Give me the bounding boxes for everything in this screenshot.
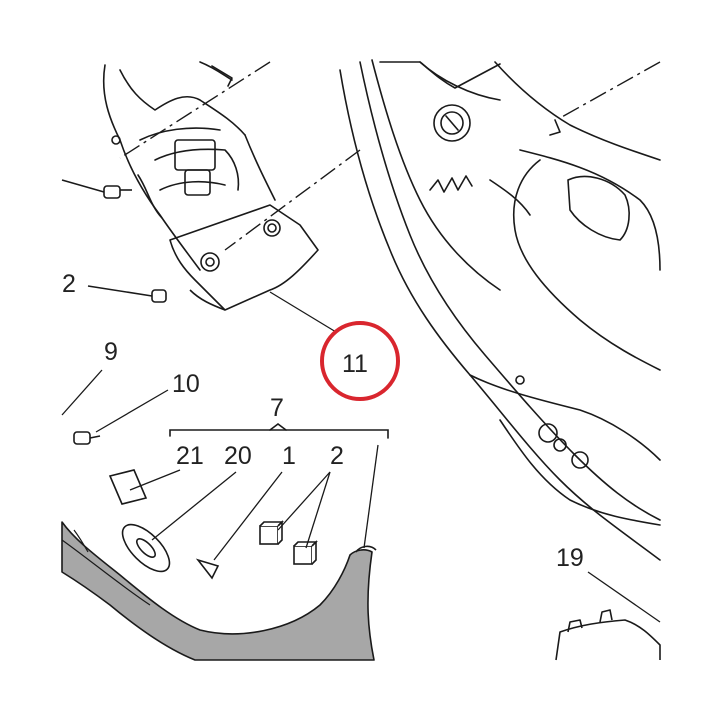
axis-lines — [119, 61, 661, 251]
part-2-blocks — [259, 520, 318, 565]
kit-group-bracket — [169, 423, 389, 439]
screw-10 — [73, 431, 101, 445]
lower-fairing — [61, 521, 377, 661]
callout-2-kit: 2 — [330, 442, 344, 470]
callout-21: 21 — [176, 442, 204, 470]
callout-11: 11 — [342, 350, 368, 378]
callout-20: 20 — [224, 442, 252, 470]
part-1-clip — [195, 558, 220, 580]
bracket-assembly — [102, 61, 276, 271]
screw-2 — [87, 285, 167, 303]
highlight-circle — [320, 321, 400, 401]
leader-lines — [61, 291, 661, 623]
callout-7: 7 — [270, 394, 284, 422]
part-20-grommet — [121, 523, 171, 573]
screw-upper — [61, 179, 132, 199]
callout-10: 10 — [172, 370, 200, 398]
callout-2-top: 2 — [62, 270, 76, 298]
callout-9: 9 — [104, 338, 118, 366]
frame-assembly — [339, 59, 661, 561]
callout-1: 1 — [282, 442, 296, 470]
part-11-plate — [169, 204, 319, 311]
part-21-pad — [108, 469, 148, 505]
callout-19: 19 — [556, 544, 584, 572]
part-19-component — [555, 609, 661, 661]
